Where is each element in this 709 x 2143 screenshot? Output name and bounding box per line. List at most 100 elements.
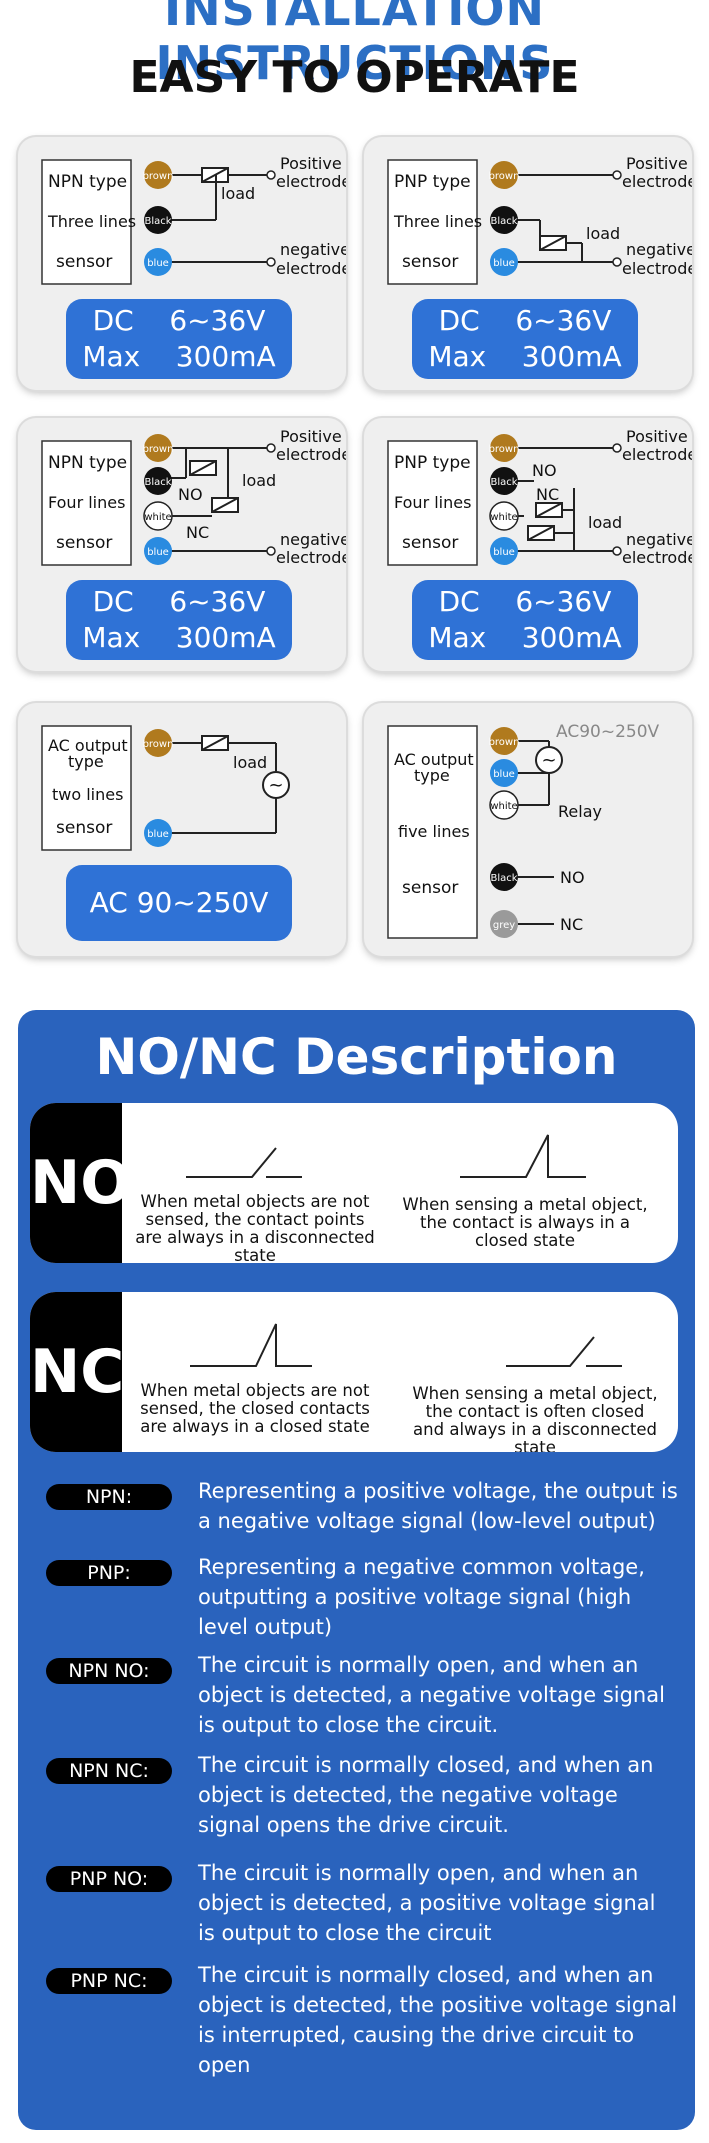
svg-text:Black: Black (490, 216, 517, 227)
svg-text:blue: blue (493, 769, 515, 780)
svg-text:negative: negative (280, 240, 346, 259)
svg-text:Positive: Positive (626, 154, 688, 173)
npn-tag: NPN: (46, 1484, 172, 1510)
svg-text:electrode: electrode (276, 445, 346, 464)
npn-four-line-diagram: NPN type Four lines sensor brown Black w… (41, 427, 346, 567)
svg-text:NC: NC (560, 915, 583, 934)
svg-text:grey: grey (493, 920, 515, 931)
npn-nc-explanation: The circuit is normally closed, and when… (198, 1753, 654, 1837)
npn-three-line-card: NPN type Three lines sensor brown Black … (18, 137, 346, 390)
pnp-four-line-diagram: PNP type Four lines sensor brown Black w… (387, 427, 692, 567)
ac-source-icon: ~ (268, 775, 283, 796)
npn-three-line-diagram: NPN type Three lines sensor brown Black … (41, 154, 346, 285)
svg-text:AC90~250V: AC90~250V (556, 722, 660, 742)
svg-text:negative: negative (626, 530, 692, 549)
pnp-no-tag: PNP NO: (46, 1866, 172, 1892)
svg-text:AC output: AC output (394, 750, 474, 769)
svg-text:NO: NO (532, 461, 557, 480)
no-not-sensed-text: When metal objects are not sensed, the c… (135, 1192, 375, 1264)
svg-text:electrode: electrode (622, 259, 692, 278)
ac-two-line-card: AC output type two lines sensor ~ brown … (18, 703, 346, 956)
svg-text:NC: NC (186, 523, 209, 542)
svg-text:NO: NO (560, 868, 585, 887)
svg-text:Positive: Positive (626, 427, 688, 446)
svg-text:sensor: sensor (56, 252, 112, 272)
svg-text:NPN type: NPN type (48, 453, 127, 473)
svg-text:Positive: Positive (280, 154, 342, 173)
pnp-tag: PNP: (46, 1560, 172, 1586)
no-label: NO (30, 1103, 131, 1263)
svg-text:PNP type: PNP type (394, 453, 471, 473)
nc-switch-diagrams (190, 1323, 622, 1367)
nc-sensed-text: When sensing a metal object, the contact… (412, 1384, 658, 1453)
svg-text:Black: Black (144, 216, 171, 227)
svg-text:electrode: electrode (276, 548, 346, 567)
no-sensed-text: When sensing a metal object, the contact… (402, 1195, 648, 1250)
pnp-nc-tag: PNP NC: (46, 1968, 172, 1994)
svg-text:sensor: sensor (56, 818, 112, 838)
svg-text:sensor: sensor (402, 252, 458, 272)
svg-text:Black: Black (490, 477, 517, 488)
npn-explanation: Representing a positive voltage, the out… (198, 1479, 678, 1533)
svg-text:NC: NC (536, 485, 559, 504)
svg-text:negative: negative (280, 530, 346, 549)
npn-four-line-card: NPN type Four lines sensor brown Black w… (18, 418, 346, 671)
pnp-four-line-card: PNP type Four lines sensor brown Black w… (364, 418, 692, 671)
npn-no-explanation: The circuit is normally open, and when a… (198, 1653, 665, 1737)
svg-text:blue: blue (147, 547, 169, 558)
svg-text:AC output: AC output (48, 736, 128, 755)
ac-spec-badge: AC 90~250V (66, 865, 292, 941)
nc-label: NC (30, 1292, 124, 1452)
svg-text:load: load (233, 753, 267, 772)
svg-text:Black: Black (490, 873, 517, 884)
svg-text:blue: blue (493, 258, 515, 269)
svg-text:electrode: electrode (622, 445, 692, 464)
svg-text:blue: blue (147, 829, 169, 840)
svg-text:Black: Black (144, 477, 171, 488)
svg-text:type: type (68, 752, 104, 771)
ac-five-line-card: AC output type five lines sensor ~ brown… (364, 703, 692, 956)
no-panel: NO When metal objects are not sensed, th… (30, 1103, 678, 1263)
svg-text:brown: brown (143, 171, 174, 182)
pnp-no-explanation: The circuit is normally open, and when a… (198, 1861, 656, 1945)
ac-two-line-diagram: AC output type two lines sensor ~ brown … (41, 725, 290, 851)
svg-text:negative: negative (626, 240, 692, 259)
svg-text:Four lines: Four lines (48, 493, 125, 512)
nc-panel: NC When metal objects are not sensed, th… (30, 1292, 678, 1452)
svg-text:two lines: two lines (52, 785, 123, 804)
svg-text:Three lines: Three lines (47, 212, 136, 231)
svg-text:NPN type: NPN type (48, 172, 127, 192)
pnp-explanation: Representing a negative common voltage, … (198, 1555, 645, 1639)
svg-text:electrode: electrode (622, 548, 692, 567)
svg-text:electrode: electrode (276, 259, 346, 278)
svg-text:load: load (242, 471, 276, 490)
pnp-three-line-card: PNP type Three lines sensor brown Black … (364, 137, 692, 390)
svg-text:brown: brown (143, 444, 174, 455)
no-switch-diagrams (186, 1134, 586, 1178)
svg-text:blue: blue (147, 258, 169, 269)
svg-text:brown: brown (143, 739, 174, 750)
svg-text:white: white (490, 512, 517, 523)
svg-text:Three lines: Three lines (393, 212, 482, 231)
svg-text:Four lines: Four lines (394, 493, 471, 512)
no-nc-description-panel: NO/NC Description NO When metal objects … (18, 1010, 695, 2130)
svg-text:sensor: sensor (402, 533, 458, 553)
svg-text:brown: brown (489, 171, 520, 182)
svg-text:PNP type: PNP type (394, 172, 471, 192)
svg-text:five lines: five lines (398, 822, 470, 841)
description-title: NO/NC Description (95, 1028, 618, 1086)
svg-text:white: white (144, 512, 171, 523)
svg-text:electrode: electrode (276, 172, 346, 191)
svg-text:Relay: Relay (558, 802, 602, 821)
svg-text:type: type (414, 766, 450, 785)
nc-not-sensed-text: When metal objects are not sensed, the c… (140, 1381, 370, 1436)
svg-text:Positive: Positive (280, 427, 342, 446)
ac-source-icon: ~ (541, 750, 556, 771)
svg-text:sensor: sensor (402, 878, 458, 898)
svg-text:load: load (221, 184, 255, 203)
pnp-three-line-diagram: PNP type Three lines sensor brown Black … (387, 154, 692, 285)
